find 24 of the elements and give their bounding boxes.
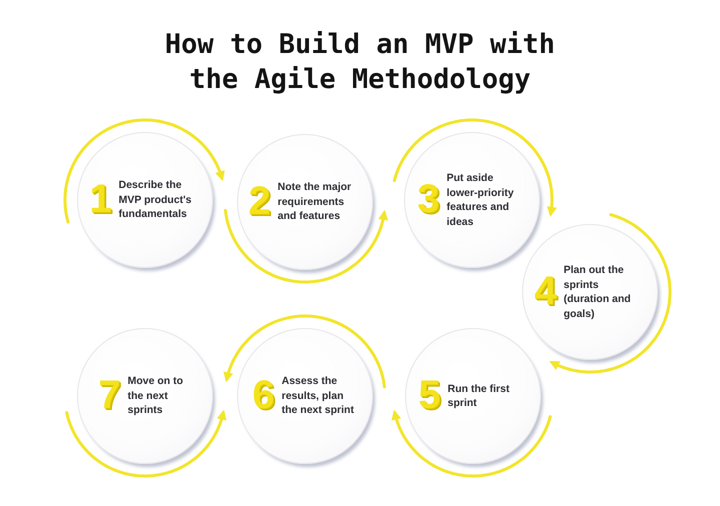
curved-arrow (549, 213, 672, 374)
step-number: 1 (89, 179, 113, 221)
curved-arrow (391, 410, 552, 478)
step-circle (404, 132, 540, 268)
step-description: Move on to the next sprints (128, 374, 184, 418)
step-number: 6 (252, 375, 276, 417)
step-description: Note the major requirements and features (278, 180, 352, 224)
step-number: 2 (248, 181, 272, 223)
curved-arrow (223, 314, 386, 388)
step-number: 4 (534, 271, 558, 313)
curved-arrow (65, 410, 227, 478)
step-number: 3 (417, 179, 441, 221)
step-number: 5 (418, 375, 442, 417)
title: How to Build an MVP with the Agile Methodology (164, 28, 556, 97)
curved-arrow (224, 208, 388, 284)
step-description: Plan out the sprints (duration and goals) (564, 263, 632, 321)
step-description: Describe the MVP product's fundamentals (118, 178, 193, 222)
step-description: Assess the results, plan the next sprint (282, 374, 355, 418)
step-description: Put aside lower-priority features and ideas (446, 171, 515, 229)
curved-arrow (64, 118, 225, 224)
curved-arrow (392, 118, 557, 217)
step-circle (522, 224, 658, 360)
step-number: 7 (98, 375, 122, 417)
step-description: Run the first sprint (448, 382, 510, 410)
